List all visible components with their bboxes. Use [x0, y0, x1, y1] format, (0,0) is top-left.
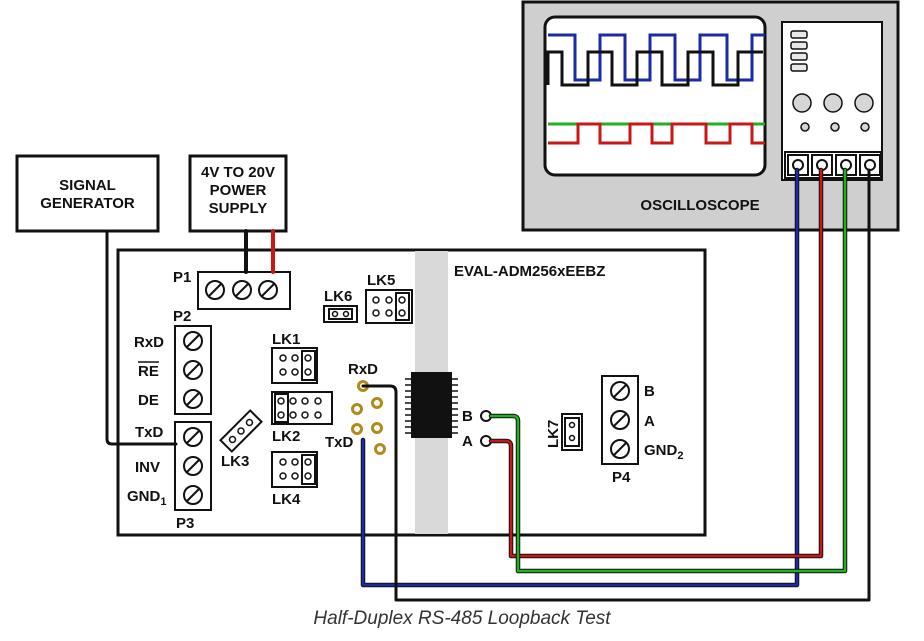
trace-red [548, 122, 765, 145]
lk6-jumper: LK6 [323, 288, 358, 323]
p4-pin-gnd: GND2 [644, 442, 683, 462]
testpoint-b-label: B [462, 408, 473, 425]
trace-blue [548, 33, 765, 82]
lk4-jumper: LK4 [271, 451, 318, 508]
p2-terminal: P2 RxD RE DE [134, 308, 212, 415]
signal-generator-label-1: SIGNAL [59, 177, 116, 194]
lk5-label: LK5 [367, 272, 395, 289]
test-points [351, 380, 386, 455]
lk1-label: LK1 [272, 331, 300, 348]
p1-terminal: P1 [173, 269, 291, 310]
power-supply-label-2: POWER [210, 182, 267, 199]
p1-label: P1 [173, 269, 191, 286]
p4-terminal: B A GND2 P4 [601, 375, 683, 486]
oscilloscope-traces [546, 33, 765, 145]
power-supply-label-3: SUPPLY [209, 200, 268, 217]
eval-board: EVAL-ADM256xEEBZ P1 P2 RxD RE DE [116, 248, 707, 537]
oscilloscope-probe-connectors [784, 151, 882, 179]
p4-pin-gnd-sub: 2 [677, 450, 683, 462]
p4-pin-b: B [644, 383, 655, 400]
lk6-label: LK6 [324, 288, 352, 305]
oscilloscope-label: OSCILLOSCOPE [640, 197, 759, 214]
lk2-jumper: LK2 [271, 391, 333, 445]
p2-pin-de: DE [138, 392, 159, 409]
wire-rxd-black [361, 168, 871, 602]
p3-pin-txd: TxD [135, 424, 164, 441]
power-supply: 4V TO 20V POWER SUPPLY [188, 154, 288, 233]
p4-label: P4 [612, 469, 631, 486]
p3-pin-gnd: GND1 [127, 488, 166, 508]
testpoint-txd-label: TxD [325, 434, 354, 451]
lk5-jumper: LK5 [365, 272, 413, 324]
lk3-label: LK3 [221, 453, 249, 470]
p4-pin-a: A [644, 413, 655, 430]
testpoint-rxd-label: RxD [348, 361, 378, 378]
p3-pin-gnd-sub: 1 [160, 496, 166, 508]
p3-terminal: P3 TxD INV GND1 [127, 421, 212, 532]
oscilloscope-knobs [792, 93, 874, 132]
board-title: EVAL-ADM256xEEBZ [454, 263, 605, 280]
transceiver-ic [405, 372, 458, 438]
wiring [105, 167, 871, 602]
trace-black [546, 50, 763, 87]
oscilloscope: OSCILLOSCOPE [521, 0, 900, 232]
lk2-label: LK2 [272, 428, 300, 445]
signal-generator: SIGNAL GENERATOR [15, 154, 160, 233]
oscilloscope-buttons [790, 30, 808, 72]
signal-generator-label-2: GENERATOR [40, 195, 135, 212]
oscilloscope-screen [543, 15, 767, 177]
power-supply-label-1: 4V TO 20V [201, 164, 275, 181]
lk3-jumper [219, 409, 263, 453]
lk1-jumper: LK1 [271, 331, 318, 384]
p2-pin-rxd: RxD [134, 334, 164, 351]
p2-label: P2 [173, 308, 191, 325]
lk4-label: LK4 [272, 491, 301, 508]
lk7-jumper: LK7 [545, 413, 583, 451]
lk7-label: LK7 [545, 420, 562, 448]
p3-label: P3 [176, 515, 194, 532]
p3-pin-inv: INV [135, 459, 160, 476]
testpoint-a-label: A [462, 433, 473, 450]
wire-sig-gen-to-txd [105, 229, 178, 446]
figure-caption: Half-Duplex RS-485 Loopback Test [313, 608, 611, 629]
p2-pin-re: RE [138, 363, 159, 380]
